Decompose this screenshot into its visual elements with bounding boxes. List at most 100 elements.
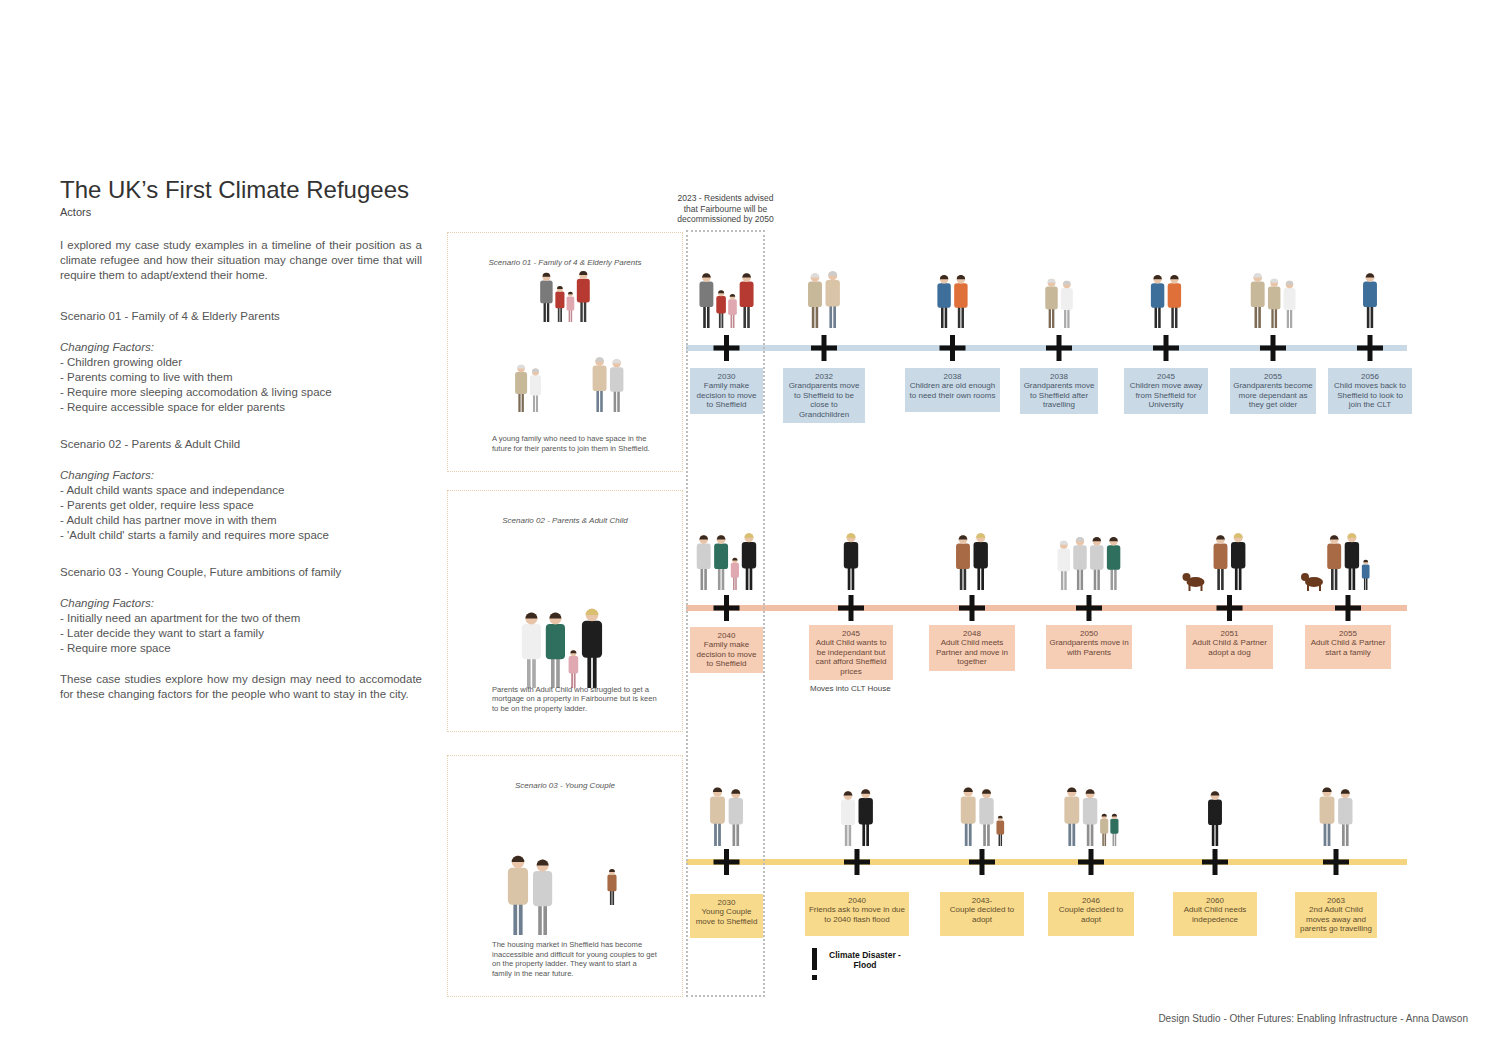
person-figure [1045,279,1057,328]
figure-part [859,798,873,824]
text-column: I explored my case study examples in a t… [60,238,422,702]
figure-part [714,820,717,846]
figure-part [1076,537,1084,545]
figure-part [522,391,524,412]
person-figure [714,535,728,590]
figure-part [1345,542,1359,568]
person-figure [1362,560,1370,590]
event-box: 2055Grandparents become more dependant a… [1230,368,1316,414]
plus-marker [1076,595,1102,621]
event-box: 20632nd Adult Child moves away and paren… [1295,892,1377,938]
figure-part [964,787,973,792]
figure-part [940,275,948,283]
figure-part [600,388,603,412]
paragraph: These case studies explore how my design… [60,672,422,702]
dog-figure [1319,585,1321,591]
figure-part [699,282,713,308]
figure-part [1087,821,1090,846]
figure-part [1330,535,1339,539]
plus-marker [1217,595,1243,621]
figure-part [718,290,724,293]
list-item: - Require accessible space for elder par… [60,400,422,415]
person-figure [716,290,726,328]
figure-part [1060,541,1068,549]
figure-part [1171,304,1174,328]
figure-part [844,791,853,800]
figure-part [543,273,551,277]
figure-part [593,366,607,392]
panel-heading: Scenario 02 - Parents & Adult Child [458,516,672,525]
person-figure [731,558,739,590]
figure-part [956,544,970,570]
plus-marker [1046,335,1072,361]
subheading: Changing Factors: [60,468,422,483]
person-figure [1251,273,1265,328]
event-box: 2051Adult Child & Partner adopt a dog [1186,625,1273,669]
figure-part [1366,273,1375,277]
figure-part [567,296,575,310]
event-year: 2038 [1023,372,1095,381]
dog-figure [1183,573,1191,581]
figure-part [1073,545,1086,570]
plus-marker [1357,335,1383,361]
figure-part [704,566,707,590]
figure-part [610,367,623,392]
person-figure [607,869,616,905]
figure-part [841,800,855,826]
figure-part [746,565,749,590]
figure-part [555,292,564,309]
event-year: 2056 [1331,372,1409,381]
event-year: 2055 [1233,372,1313,381]
event-year: 2030 [693,372,760,381]
figure-part [845,822,848,846]
figure-part [742,273,751,277]
figure-part [1175,304,1178,328]
figure-part [957,275,965,283]
figure-part [1086,789,1095,798]
event-text: 2nd Adult Child moves away and parents g… [1298,905,1374,933]
event-text: Family make decision to move to Sheffiel… [693,640,760,668]
figure-part [996,820,1004,834]
plus-marker [1153,335,1179,361]
figure-part [964,787,973,796]
figure-part [595,357,604,366]
person-figure [1151,275,1164,328]
figure-part [1064,307,1066,328]
figure-part [979,798,993,824]
figure-part [519,900,523,935]
person-figure [937,275,950,328]
event-text: Children are old enough to need their ow… [908,381,997,400]
figure-part [1102,814,1107,819]
person-figure [1320,787,1335,846]
scenario-panel: Scenario 03 - Young CoupleThe housing ma… [447,755,683,997]
figure-part [1155,304,1158,328]
person-figure [1284,281,1296,328]
figure-part [1061,288,1073,310]
figure-part [1086,789,1095,794]
figure-part [517,365,525,369]
figure-part [945,304,948,328]
timeline-bar [686,605,1407,611]
event-box: 2030Young Couple move to Sheffield [690,894,763,938]
figure-part [1052,306,1054,328]
figure-part [512,856,525,862]
figure-part [733,821,736,846]
subtitle: Actors [60,206,91,218]
figure-part [612,889,614,905]
figure-part [1076,537,1084,541]
figure-part [1058,548,1070,571]
figure-part [974,542,988,568]
person-figure [593,357,607,412]
figure-part [710,796,725,823]
figure-part [569,309,570,322]
figure-part [518,391,520,412]
event-text: Young Couple move to Sheffield [693,907,760,926]
person-figure [1214,535,1228,590]
figure-part [1097,566,1100,590]
figure-part [1105,832,1107,846]
person-figure [740,273,754,328]
event-text: Couple decided to adopt [943,905,1021,924]
figure-part [1072,820,1075,846]
figure-part [1049,306,1051,328]
figure-part [1063,281,1071,289]
